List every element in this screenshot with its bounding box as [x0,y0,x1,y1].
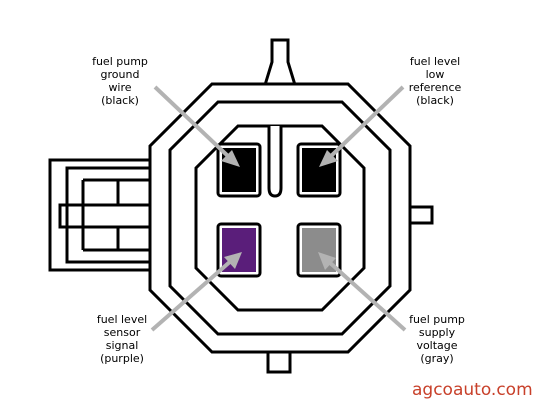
label-line: (gray) [420,352,454,365]
outer-housing [148,82,412,354]
top-tab [262,38,298,87]
label-line: (black) [416,94,454,107]
label-line: reference [408,81,462,94]
label-line: fuel pump [409,313,465,326]
arrow-bottom-right [318,252,407,332]
label-line: fuel level [409,55,461,68]
label-fuel-level-low-reference: fuel level low reference (black) [405,55,465,107]
inner-ring [168,100,392,336]
arrow-top-right [319,85,405,167]
arrow-top-left [153,85,240,167]
watermark[interactable]: agcoauto.com [412,380,533,400]
label-line: fuel level [96,313,148,326]
label-line: (purple) [100,352,144,365]
label-line: wire [108,81,132,94]
side-latch [48,158,154,272]
keying-slot [267,126,283,198]
label-fuel-pump-ground-wire: fuel pump ground wire (black) [91,55,149,107]
label-fuel-level-sensor-signal: fuel level sensor signal (purple) [93,313,151,365]
label-line: signal [105,339,139,352]
label-line: voltage [416,339,458,352]
arrow-bottom-left [150,252,242,332]
label-line: fuel pump [92,55,148,68]
label-line: supply [418,326,456,339]
pin-cavity [194,124,366,312]
label-line: ground [100,68,140,81]
callout-arrows [150,85,407,332]
label-line: sensor [103,326,141,339]
label-line: low [425,68,445,81]
label-fuel-pump-supply-voltage: fuel pump supply voltage (gray) [407,313,467,365]
label-line: (black) [101,94,139,107]
